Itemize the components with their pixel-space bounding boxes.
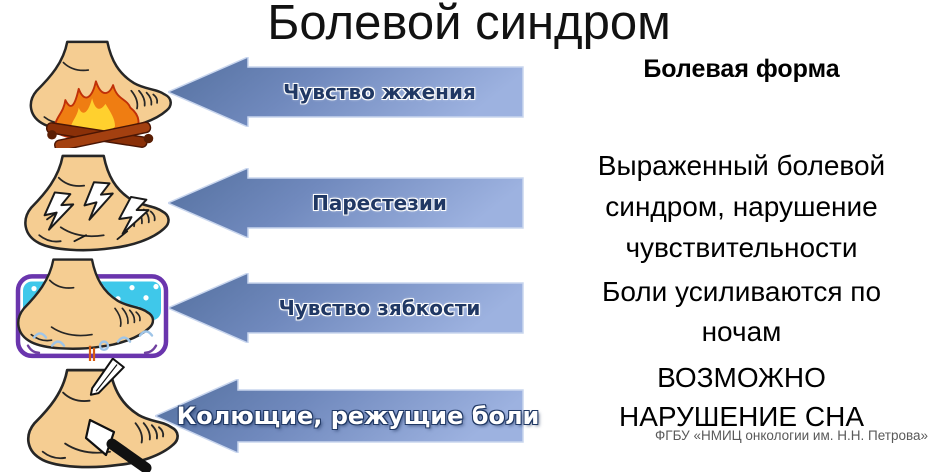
arrow-label: Чувство зябкости (278, 296, 481, 320)
paragraph-sleep-disturbance: ВОЗМОЖНО НАРУШЕНИЕ СНА (619, 362, 864, 432)
paragraph-night-pain: Боли усиливаются по ночам (601, 276, 882, 347)
arrow-label: Колющие, режущие боли (176, 402, 540, 430)
page-title: Болевой синдром (267, 0, 671, 50)
arrow-burning-sensation: Чувство жжения (168, 57, 525, 127)
arrow-label: Парестезии (312, 191, 447, 215)
arrow-paresthesia: Парестезии (168, 168, 525, 238)
institution-attribution: ФГБУ «НМИЦ онкологии им. Н.Н. Петрова» (655, 428, 928, 443)
foot-cold-water-icon (6, 256, 176, 362)
foot-knife-icon (0, 358, 196, 472)
arrow-label: Чувство жжения (283, 80, 476, 104)
foot-lightning-icon (4, 148, 180, 262)
paragraph-pain-syndrome: Выраженный болевой синдром, нарушение чу… (597, 150, 886, 263)
foot-burning-icon (8, 40, 180, 148)
arrow-chilliness: Чувство зябкости (168, 273, 525, 343)
pain-form-heading: Болевая форма (643, 55, 840, 83)
arrow-stabbing-pain: Колющие, режущие боли (155, 379, 540, 453)
